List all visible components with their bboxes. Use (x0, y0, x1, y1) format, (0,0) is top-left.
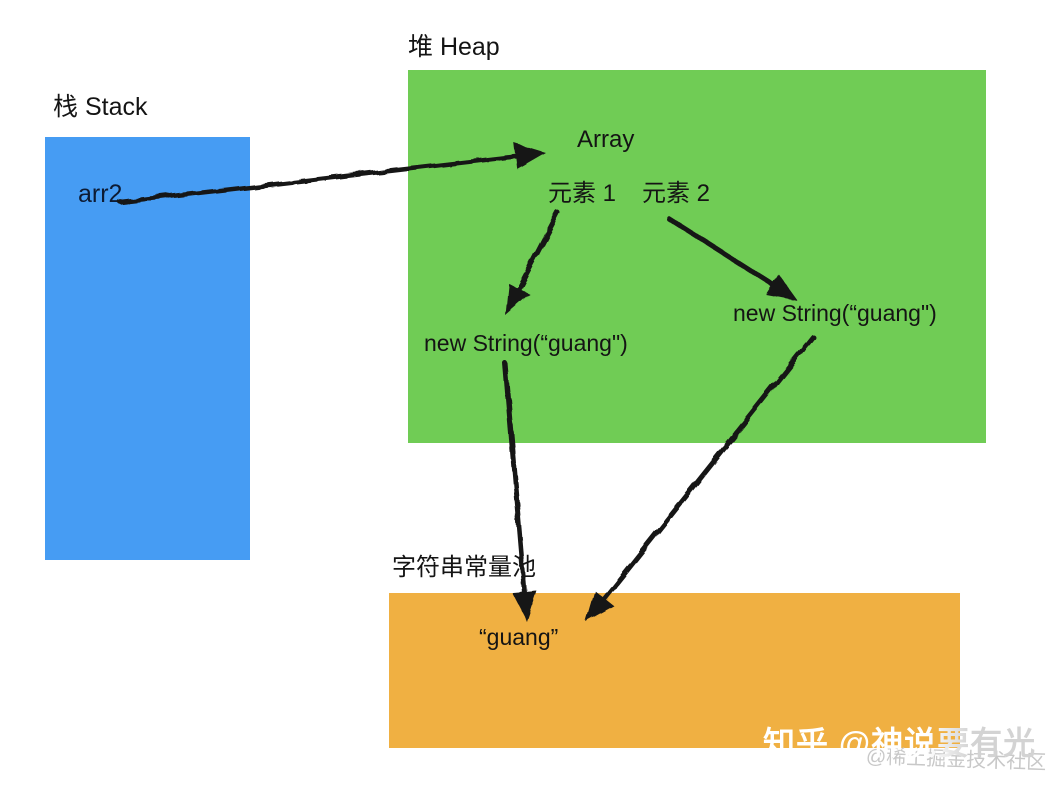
heap-new-string-left: new String(“guang") (424, 330, 628, 356)
string-pool-box: “guang” (389, 593, 960, 748)
heap-box: Array 元素 1 元素 2 new String(“guang") new … (408, 70, 986, 443)
heap-element-1: 元素 1 (548, 180, 617, 207)
string-pool-value: “guang” (479, 624, 559, 650)
heap-title: 堆 Heap (408, 33, 500, 61)
heap-element-2: 元素 2 (642, 180, 711, 207)
watermark-zhihu: 知乎 @神说要有光 (763, 718, 1036, 764)
heap-new-string-right: new String(“guang") (733, 300, 937, 326)
stack-variable-arr2: arr2 (78, 180, 123, 208)
heap-array-label: Array (577, 126, 635, 153)
string-pool-title: 字符串常量池 (392, 554, 536, 581)
stack-title: 栈 Stack (53, 93, 148, 121)
stack-box: arr2 (45, 137, 250, 560)
